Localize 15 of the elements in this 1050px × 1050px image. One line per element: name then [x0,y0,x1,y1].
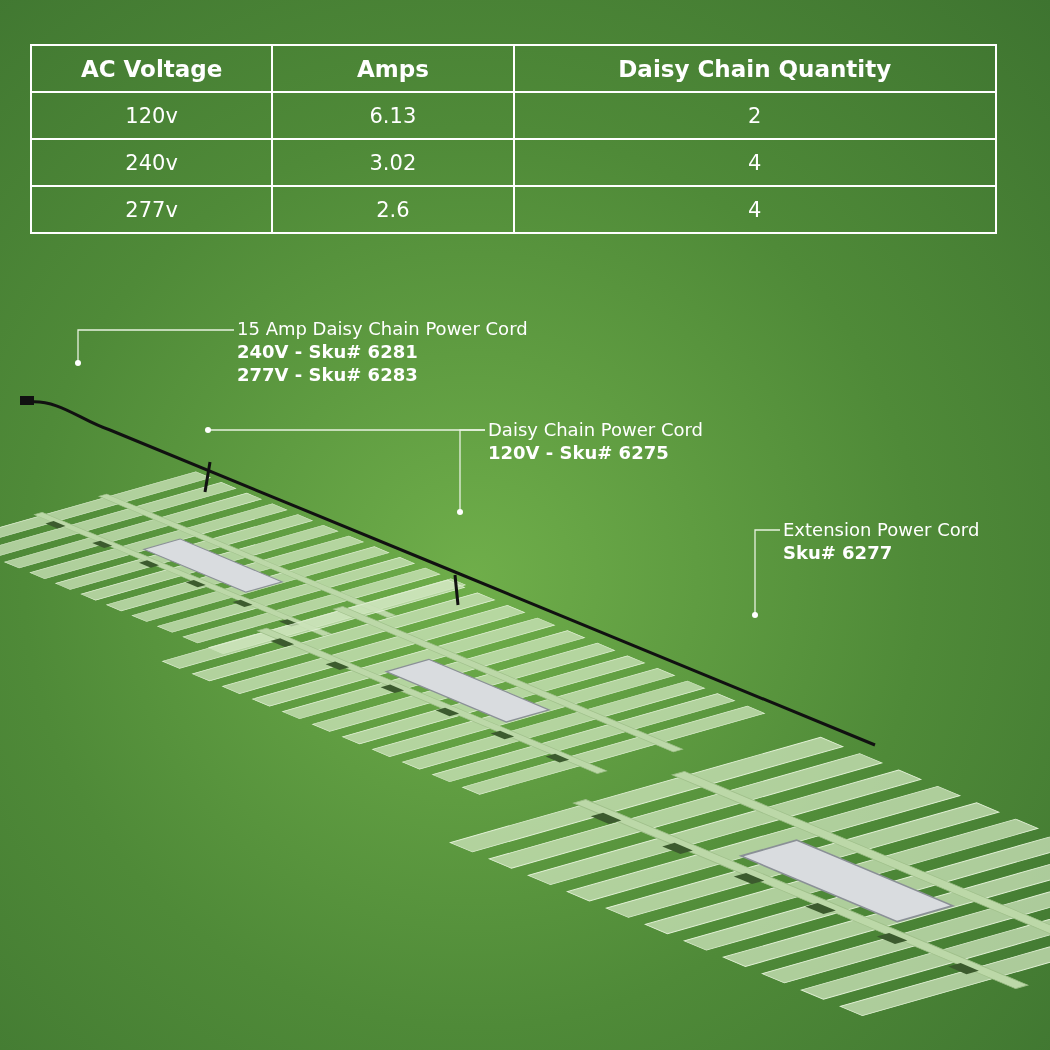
column-header: Daisy Chain Quantity [513,45,996,92]
table-cell: 3.02 [272,139,514,186]
table-cell: 2.6 [272,186,514,233]
table-cell: 120v [31,92,273,139]
column-header: Amps [272,45,514,92]
callout-text: Daisy Chain Power Cord 120V - Sku# 6275 [488,418,703,464]
callout-text: 15 Amp Daisy Chain Power Cord 240V - Sku# 6281 277V - Sku# 6283 [237,317,528,386]
table-cell: 4 [513,186,996,233]
table-cell: 2 [513,92,996,139]
table-cell: 240v [31,139,273,186]
table-cell: 6.13 [272,92,514,139]
table-cell: 4 [513,139,996,186]
table-cell: 277v [31,186,273,233]
column-header: AC Voltage [31,45,273,92]
callout-text: Extension Power Cord Sku# 6277 [783,518,980,564]
